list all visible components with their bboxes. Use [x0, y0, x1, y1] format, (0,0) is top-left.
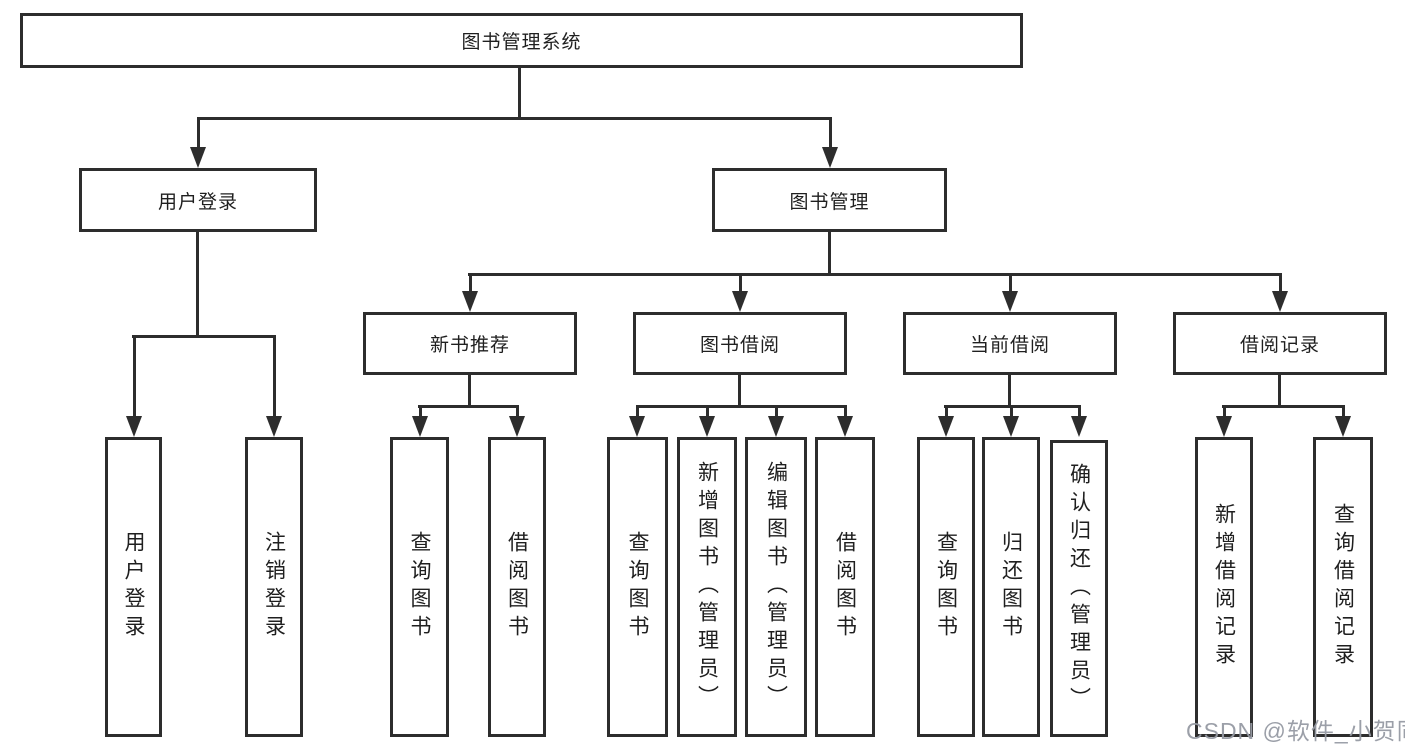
arrow-to-leaf-logout [266, 338, 282, 437]
leaf-logout: 注销登录 [245, 437, 303, 737]
leaf-recommend-borrow-book-label: 借阅图书 [505, 531, 529, 643]
connector-current-borrow-hbar [944, 405, 1081, 408]
leaf-records-add-record-label: 新增借阅记录 [1212, 503, 1236, 671]
arrow-to-user-login [190, 117, 206, 168]
arrow-to-records [1272, 276, 1288, 312]
connector-book-borrow-trunk [738, 375, 741, 408]
connector-book-mgmt-trunk [828, 232, 831, 276]
node-current-borrow: 当前借阅 [903, 312, 1117, 375]
leaf-borrow-edit-book: 编辑图书（管理员） [745, 437, 807, 737]
leaf-current-query-book: 查询图书 [917, 437, 975, 737]
node-borrow-records-label: 借阅记录 [1239, 335, 1320, 356]
node-book-borrow-label: 图书借阅 [699, 335, 780, 356]
leaf-borrow-add-book: 新增图书（管理员） [677, 437, 737, 737]
connector-root-trunk [518, 68, 521, 120]
leaf-borrow-edit-book-label: 编辑图书（管理员） [764, 461, 788, 713]
leaf-borrow-add-book-label: 新增图书（管理员） [695, 461, 719, 713]
arrow-to-current-borrow [1002, 276, 1018, 312]
leaf-borrow-borrow-book: 借阅图书 [815, 437, 875, 737]
leaf-borrow-borrow-book-label: 借阅图书 [833, 531, 857, 643]
arrow-to-book-borrow [732, 276, 748, 312]
connector-level3-hbar [468, 273, 1282, 276]
leaf-current-confirm-return-label: 确认归还（管理员） [1067, 462, 1091, 715]
leaf-recommend-borrow-book: 借阅图书 [488, 437, 546, 737]
leaf-records-query-record-label: 查询借阅记录 [1331, 503, 1355, 671]
arrow-to-leaf-rec-query [412, 405, 428, 437]
arrow-to-leaf-rec-query-record [1335, 405, 1351, 437]
arrow-to-book-mgmt [822, 117, 838, 168]
leaf-records-query-record: 查询借阅记录 [1313, 437, 1373, 737]
arrow-to-leaf-rec-borrow [509, 405, 525, 437]
arrow-to-leaf-cb-query [938, 405, 954, 437]
leaf-records-add-record: 新增借阅记录 [1195, 437, 1253, 737]
node-book-management-label: 图书管理 [789, 191, 870, 213]
leaf-current-confirm-return: 确认归还（管理员） [1050, 440, 1108, 737]
connector-records-hbar [1222, 405, 1345, 408]
node-new-book-recommend: 新书推荐 [363, 312, 577, 375]
connector-book-borrow-hbar [636, 405, 847, 408]
leaf-borrow-query-book-label: 查询图书 [626, 531, 649, 643]
connector-current-borrow-trunk [1008, 375, 1011, 408]
leaf-user-login: 用户登录 [105, 437, 162, 737]
node-current-borrow-label: 当前借阅 [969, 335, 1050, 356]
leaf-user-login-label: 用户登录 [122, 531, 145, 643]
connector-new-book-hbar [418, 405, 519, 408]
arrow-to-leaf-login [126, 338, 142, 437]
leaf-current-return-book-label: 归还图书 [999, 531, 1023, 643]
arrow-to-leaf-cb-confirm [1071, 405, 1087, 437]
arrow-to-leaf-rec-add-record [1216, 405, 1232, 437]
connector-records-trunk [1278, 375, 1281, 408]
arrow-to-leaf-bb-query [629, 405, 645, 437]
node-user-login: 用户登录 [79, 168, 317, 232]
leaf-recommend-query-book: 查询图书 [390, 437, 449, 737]
arrow-to-new-book [462, 276, 478, 312]
node-user-login-label: 用户登录 [157, 191, 238, 213]
connector-user-login-hbar [132, 335, 276, 338]
node-root: 图书管理系统 [20, 13, 1023, 68]
connector-new-book-trunk [468, 375, 471, 408]
arrow-to-leaf-bb-add [699, 405, 715, 437]
node-book-management: 图书管理 [712, 168, 947, 232]
node-book-borrow: 图书借阅 [633, 312, 847, 375]
arrow-to-leaf-bb-borrow [837, 405, 853, 437]
node-new-book-recommend-label: 新书推荐 [429, 335, 510, 356]
leaf-current-query-book-label: 查询图书 [934, 531, 958, 643]
node-root-label: 图书管理系统 [461, 32, 582, 53]
connector-user-login-trunk [196, 232, 199, 338]
arrow-to-leaf-cb-return [1003, 405, 1019, 437]
connector-root-hbar [197, 117, 831, 120]
leaf-logout-label: 注销登录 [262, 531, 286, 643]
node-borrow-records: 借阅记录 [1173, 312, 1387, 375]
leaf-borrow-query-book: 查询图书 [607, 437, 668, 737]
leaf-current-return-book: 归还图书 [982, 437, 1040, 737]
leaf-recommend-query-book-label: 查询图书 [408, 531, 431, 643]
watermark-text: CSDN @软件_小贺同学 [1186, 718, 1405, 744]
arrow-to-leaf-bb-edit [768, 405, 784, 437]
